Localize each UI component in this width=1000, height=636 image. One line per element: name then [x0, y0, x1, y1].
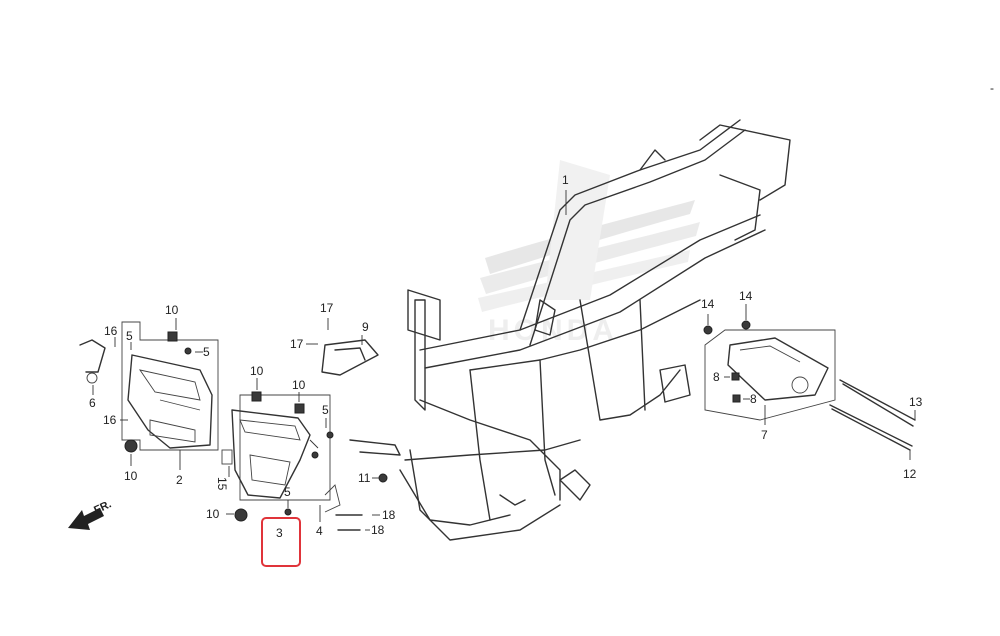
highlighted-part-3[interactable]: [261, 517, 301, 567]
callout-16b: 16: [103, 413, 117, 427]
callout-5d: 5: [284, 485, 291, 499]
callout-3[interactable]: 3: [276, 526, 283, 540]
direction-label: FR.: [92, 498, 113, 516]
callout-5c: 5: [322, 403, 329, 417]
callout-13: 13: [909, 395, 923, 409]
bracket-3-assembly: [231, 394, 331, 501]
hardware: [79, 320, 751, 531]
callout-2: 2: [176, 473, 183, 487]
callout-7: 7: [761, 428, 768, 442]
callout-9: 9: [362, 320, 369, 334]
corner-mark: -: [990, 81, 994, 95]
honda-wing-watermark: HONDA: [478, 160, 700, 347]
callout-1: 1: [562, 173, 569, 187]
callout-15: 15: [215, 477, 229, 491]
callout-16a: 16: [104, 324, 118, 338]
callout-10c: 10: [292, 378, 306, 392]
callout-17b: 17: [290, 337, 304, 351]
long-bolts: [829, 379, 916, 451]
callout-8a: 8: [713, 370, 720, 384]
main-frame: [349, 119, 791, 541]
leader-lines: [92, 190, 916, 531]
callout-12: 12: [903, 467, 917, 481]
callout-labels: 1 2 3 4 5 5 5 5 6 7 8 8 9 10 10 10 10 10…: [89, 81, 994, 540]
callout-10b: 10: [250, 364, 264, 378]
callout-14a: 14: [701, 297, 715, 311]
callout-6: 6: [89, 396, 96, 410]
bracket-2-assembly: [121, 321, 219, 451]
callout-10a: 10: [165, 303, 179, 317]
callout-18b: 18: [371, 523, 385, 537]
cross-member-7-assembly: [704, 329, 836, 421]
callout-8b: 8: [750, 392, 757, 406]
bracket-9: [321, 339, 379, 376]
callout-10e: 10: [206, 507, 220, 521]
callout-18a: 18: [382, 508, 396, 522]
callout-14b: 14: [739, 289, 753, 303]
callout-5b: 5: [126, 329, 133, 343]
callout-4: 4: [316, 524, 323, 538]
callout-10d: 10: [124, 469, 138, 483]
callout-11: 11: [358, 471, 371, 485]
callout-5a: 5: [203, 345, 210, 359]
callout-17a: 17: [320, 301, 334, 315]
front-direction-arrow: FR.: [68, 498, 113, 530]
